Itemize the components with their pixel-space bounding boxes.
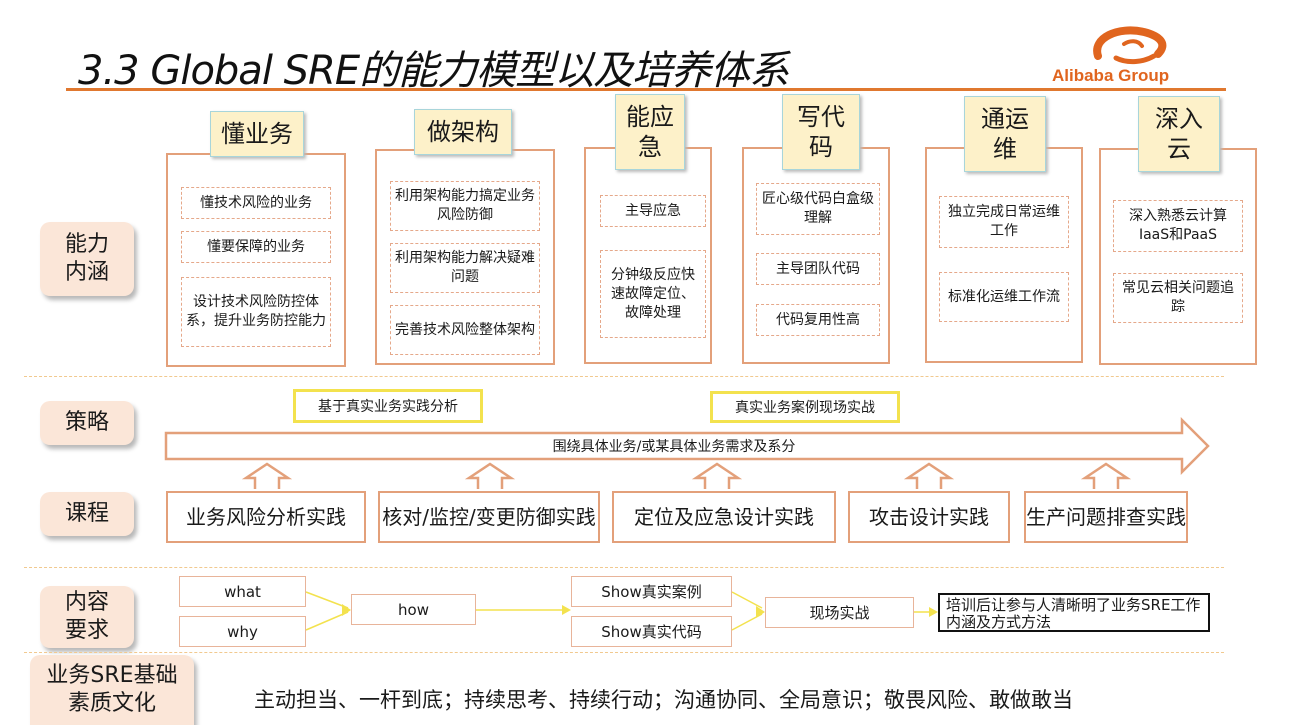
capability-item: 主导团队代码 [756,253,880,285]
row-label-strategy: 策略 [40,401,134,445]
flow-what: what [179,576,306,607]
capability-item: 懂技术风险的业务 [181,187,331,219]
capability-item: 主导应急 [600,195,706,227]
row-label-course: 课程 [40,492,134,536]
course-item: 生产问题排查实践 [1024,491,1188,543]
capability-title-ops: 通运 维 [964,96,1046,172]
page-title: 3.3 Global SRE的能力模型以及培养体系 [78,48,789,94]
capability-item: 懂要保障的业务 [181,231,331,263]
section-divider [24,652,1224,653]
capability-title-architecture: 做架构 [414,109,512,155]
capability-column-emergency [584,147,712,364]
alibaba-logo-text: Alibaba Group [1052,66,1170,85]
capability-item: 标准化运维工作流 [939,272,1069,322]
flow-result: 培训后让参与人清晰明了业务SRE工作内涵及方式方法 [938,593,1210,632]
course-item: 业务风险分析实践 [166,491,366,543]
capability-item: 设计技术风险防控体系，提升业务防控能力 [181,277,331,347]
alibaba-logo-icon [1093,26,1167,65]
flow-how: how [351,594,476,625]
capability-item: 利用架构能力解决疑难问题 [390,243,540,293]
title-underline [66,88,1226,91]
capability-item: 独立完成日常运维工作 [939,196,1069,248]
capability-title-cloud: 深入 云 [1138,96,1220,172]
capability-item: 代码复用性高 [756,304,880,336]
strategy-box-live: 真实业务案例现场实战 [710,391,900,423]
capability-column-business [166,153,346,367]
capability-column-cloud [1099,148,1257,365]
capability-item: 分钟级反应快速故障定位、故障处理 [600,250,706,338]
up-arrow-icon [1080,462,1132,489]
row-label-content: 内容 要求 [40,586,134,648]
section-divider [24,376,1224,377]
flow-why: why [179,616,306,647]
capability-item: 深入熟悉云计算IaaS和PaaS [1113,200,1243,252]
capability-title-business: 懂业务 [210,111,304,157]
section-divider [24,567,1224,568]
capability-title-emergency: 能应 急 [615,94,685,170]
up-arrow-icon [241,462,293,489]
capability-title-coding: 写代 码 [782,94,860,170]
row-label-capability: 能力 内涵 [40,222,134,296]
capability-item: 常见云相关问题追踪 [1113,273,1243,323]
course-item: 攻击设计实践 [848,491,1010,543]
up-arrow-icon [691,462,743,489]
culture-text: 主动担当、一杆到底；持续思考、持续行动；沟通协同、全局意识；敬畏风险、敢做敢当 [254,688,1073,712]
capability-item: 匠心级代码白盒级理解 [756,183,880,235]
capability-item: 完善技术风险整体架构 [390,305,540,355]
up-arrow-icon [464,462,516,489]
up-arrow-icon [903,462,955,489]
flow-live: 现场实战 [765,597,914,628]
row-label-culture: 业务SRE基础 素质文化 [30,655,194,725]
strategy-box-analysis: 基于真实业务实践分析 [293,389,483,423]
capability-column-ops [925,147,1083,363]
strategy-arrow-label: 围绕具体业务/或某具体业务需求及系分 [552,439,796,455]
course-item: 定位及应急设计实践 [612,491,836,543]
capability-item: 利用架构能力搞定业务风险防御 [390,181,540,231]
flow-show-code: Show真实代码 [571,616,732,647]
flow-show-case: Show真实案例 [571,576,732,607]
capability-column-architecture [375,149,555,365]
course-item: 核对/监控/变更防御实践 [378,491,600,543]
